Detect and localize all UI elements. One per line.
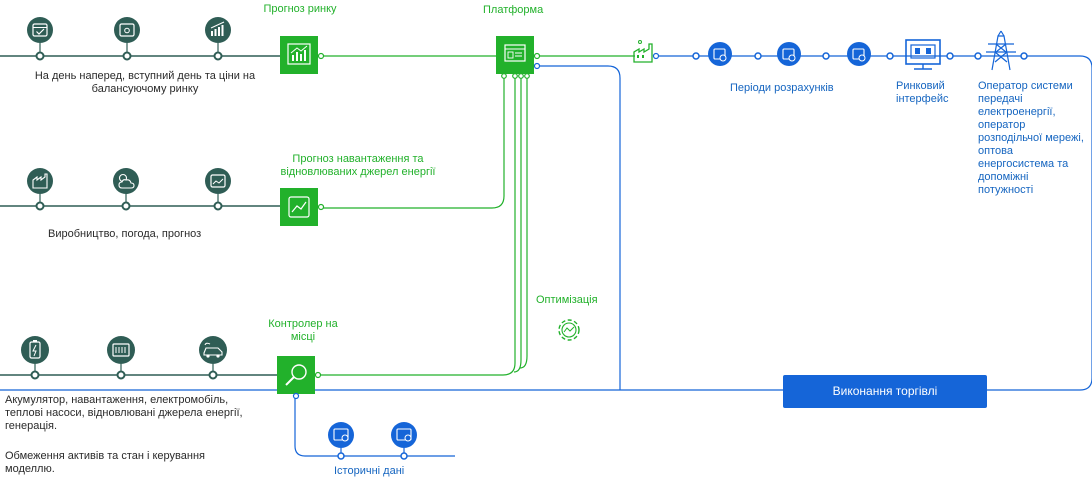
settlement-label: Періоди розрахунків bbox=[730, 82, 834, 94]
history-label: Історичні дані bbox=[334, 465, 405, 477]
transmission-tower-icon bbox=[986, 30, 1016, 71]
historic-nodes bbox=[337, 452, 408, 460]
calendar-chart-icon bbox=[205, 168, 231, 194]
heat-pump-icon bbox=[107, 336, 135, 364]
market-forecast-label: Прогноз ринку bbox=[263, 3, 337, 15]
platform-label: Платформа bbox=[483, 4, 544, 16]
power-plant-icon bbox=[633, 40, 660, 63]
settlement-icons bbox=[708, 42, 871, 66]
controller-to-platform-line-3 bbox=[519, 78, 528, 369]
monitor-icon bbox=[905, 39, 941, 70]
market-forecast-box[interactable] bbox=[280, 36, 325, 74]
controller-box[interactable] bbox=[277, 356, 322, 400]
trade-execution-button[interactable]: Виконання торгівлі bbox=[783, 375, 987, 408]
platform-box[interactable] bbox=[496, 36, 541, 79]
row2-caption: Виробництво, погода, прогноз bbox=[48, 228, 202, 240]
historic-data-icons bbox=[328, 422, 417, 448]
row3-caption-2: Обмеження активів та стан і керування мо… bbox=[5, 450, 205, 475]
history-line bbox=[294, 398, 455, 457]
battery-icon bbox=[21, 336, 49, 364]
calendar-grid-icon bbox=[114, 17, 140, 43]
controller-label: Контролер на місці bbox=[268, 318, 338, 343]
controller-to-platform-line-2 bbox=[513, 78, 522, 373]
row3-nodes bbox=[30, 370, 218, 380]
row1-nodes bbox=[35, 51, 223, 61]
factory-icon bbox=[27, 168, 53, 194]
operator-label: Оператор системи передачі електроенергії… bbox=[978, 80, 1084, 196]
load-forecast-box[interactable] bbox=[280, 188, 325, 226]
gear-icon bbox=[558, 319, 580, 341]
platform-to-trade-line bbox=[536, 65, 621, 390]
row2-nodes bbox=[35, 201, 223, 211]
row3-caption: Акумулятор, навантаження, електромобіль,… bbox=[5, 394, 243, 432]
load-forecast-label: Прогноз навантаження та відновлюваних дж… bbox=[280, 153, 436, 178]
optimization-label: Оптимізація bbox=[536, 294, 598, 306]
operator-return-line bbox=[987, 55, 1092, 391]
sun-cloud-icon bbox=[113, 168, 139, 194]
market-interface-label: Ринковий інтерфейс bbox=[896, 80, 949, 105]
row1-caption: На день наперед, вступний день та ціни н… bbox=[34, 70, 256, 95]
controller-to-platform-line-1 bbox=[320, 78, 516, 376]
load-to-platform-line bbox=[322, 78, 505, 209]
bar-chart-trend-icon bbox=[205, 17, 231, 43]
electric-car-icon bbox=[199, 336, 227, 364]
settlement-nodes bbox=[692, 52, 1028, 60]
calendar-check-icon bbox=[27, 17, 53, 43]
